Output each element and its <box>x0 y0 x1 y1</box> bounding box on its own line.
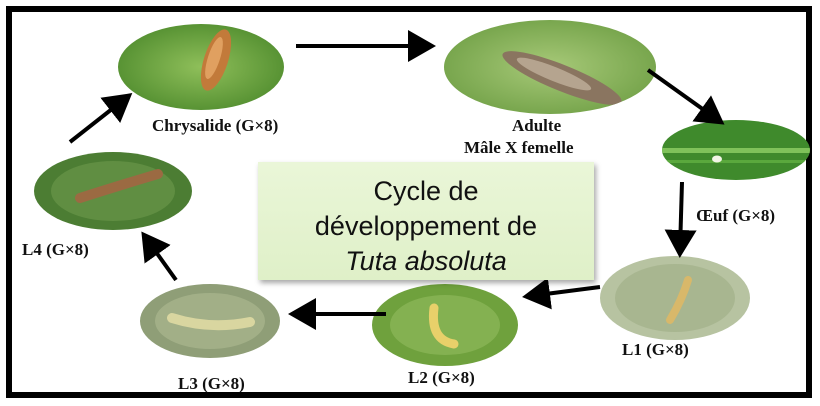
arrow-l1-to-l2 <box>530 287 600 296</box>
l4-label: L4 (G×8) <box>22 240 89 260</box>
chrysalide-label: Chrysalide (G×8) <box>152 116 278 136</box>
adulte-sublabel: Mâle X femelle <box>464 138 574 158</box>
title-box: Cycle de développement de Tuta absoluta <box>258 162 594 280</box>
adulte-label: Adulte <box>512 116 561 136</box>
title-line-3: Tuta absoluta <box>258 244 594 279</box>
arrow-l4-to-chrysalide <box>70 98 126 142</box>
arrow-oeuf-to-l1 <box>680 182 682 250</box>
title-line-1: Cycle de <box>258 174 594 209</box>
oeuf-label: Œuf (G×8) <box>696 206 775 226</box>
l3-label: L3 (G×8) <box>178 374 245 394</box>
title-line-2: développement de <box>258 209 594 244</box>
arrow-l3-to-l4 <box>146 238 176 280</box>
l2-label: L2 (G×8) <box>408 368 475 388</box>
arrow-adulte-to-oeuf <box>648 70 718 120</box>
l1-label: L1 (G×8) <box>622 340 689 360</box>
